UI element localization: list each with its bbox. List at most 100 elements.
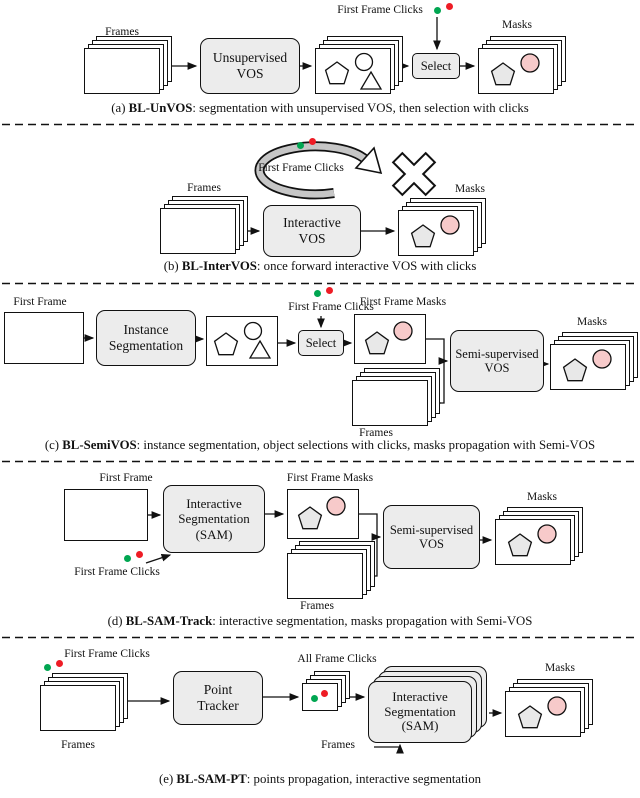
mask-shapes [490,53,540,86]
pentagon-mask [562,358,588,382]
pentagon-mask [297,506,323,530]
click-dot-red [326,287,333,294]
first-frame-label: First Frame [13,296,67,308]
masks-label: Masks [526,491,558,503]
first-frame-clicks-label: First Frame Clicks [337,4,423,16]
first-frame-masks-label: First Frame Masks [359,296,447,308]
frame-front [550,344,626,390]
pentagon-mask [364,331,390,355]
masks-stack [495,507,583,565]
first-frame-masks [287,489,359,539]
frames-label: Frames [321,739,355,751]
circle-mask [547,696,567,716]
mask-shapes [562,349,612,382]
caption-a: (a) BL-UnVOS: segmentation with unsuperv… [111,101,529,115]
triangle-shape [359,70,383,90]
panel-c: First Frame Instance Segmentation First … [0,286,640,463]
first-frame-masks [354,314,426,364]
unsupervised-vos-box: Unsupervised VOS [200,38,300,94]
frame-front [84,48,160,94]
circle-mask [393,321,413,341]
frames-stack [160,196,248,254]
arrow-lines [172,17,476,70]
mask-shapes [507,524,557,557]
frame-front [398,210,474,256]
click-dot-red [446,3,453,10]
interactive-segmentation-stack: Interactive Segmentation (SAM) [368,666,487,743]
segmented-objects-frame [206,316,278,366]
click-dot-red [309,138,316,145]
circle-mask [520,53,540,73]
click-dot-red [56,660,63,667]
arrow-lines [84,316,550,404]
triangle-shape [248,339,272,359]
instance-segmentation-box: Instance Segmentation [96,310,196,366]
select-box: Select [412,53,460,79]
panel-d-connectors [2,510,638,639]
caption-b: (b) BL-InterVOS: once forward interactiv… [163,259,477,273]
panel-b: First Frame Clicks Frames Interactive VO… [0,126,640,286]
frame-front [160,208,236,254]
segmented-objects-stack [315,36,403,94]
frames-label: Frames [61,739,95,751]
frame-front [505,691,581,737]
panel-a: Frames Unsupervised VOS First Frame Clic… [0,0,640,126]
masks-stack [550,332,638,390]
masks-label: Masks [544,662,576,674]
caption-e: (e) BL-SAM-PT: points propagation, inter… [159,772,481,786]
frame-front [302,683,338,711]
point-tracker-box: Point Tracker [173,671,263,725]
click-dot-green [314,290,321,297]
frame-front [40,685,116,731]
semi-supervised-vos-box: Semi-supervised VOS [450,330,544,392]
object-shapes [213,321,272,359]
click-dot-green [434,7,441,14]
pentagon-shape [213,332,239,356]
first-frame-masks-label: First Frame Masks [286,472,374,484]
frames-stack [352,368,440,426]
first-frame [4,312,84,364]
frames-label: Frames [187,182,221,194]
first-frame-clicks-label: First Frame Clicks [74,566,160,578]
arrow-lines [128,693,503,754]
frames-stack [84,36,172,94]
first-frame [64,489,148,541]
frames-stack [40,673,128,731]
cross-out-x-icon [391,151,437,197]
frame-front [287,553,363,599]
first-frame-clicks-label: First Frame Clicks [288,301,374,313]
masks-stack [398,198,486,256]
all-frame-clicks-stack [302,671,350,711]
panel-e-connectors [128,693,503,754]
arrow-lines [145,510,493,577]
frames-label: Frames [359,427,393,439]
frames-label: Frames [300,600,334,612]
click-dot-green [297,142,304,149]
circle-shape [243,321,263,341]
frames-stack [287,541,375,599]
circle-mask [592,349,612,369]
frame-front [315,48,391,94]
first-frame-label: First Frame [99,472,153,484]
first-frame-clicks-label: First Frame Clicks [64,648,150,660]
loop-arrowhead [354,146,383,175]
panel-d: First Frame First Frame Clicks Interacti… [0,463,640,639]
mask-shapes [517,696,567,729]
interactive-segmentation-box: Interactive Segmentation (SAM) [368,681,472,743]
masks-label: Masks [576,316,608,328]
frame-front [352,380,428,426]
panel-e: First Frame Clicks Frames Point Tracker … [0,639,640,798]
select-box: Select [298,330,344,356]
semi-supervised-vos-box: Semi-supervised VOS [383,505,480,569]
click-dot-red [136,551,143,558]
panel-a-connectors [2,17,638,126]
frame-front [478,48,554,94]
circle-shape [354,52,374,72]
masks-label: Masks [501,19,533,31]
caption-c: (c) BL-SemiVOS: instance segmentation, o… [44,438,596,452]
pentagon-mask [490,62,516,86]
frame-front [495,519,571,565]
masks-stack [478,36,566,94]
pentagon-mask [410,224,436,248]
